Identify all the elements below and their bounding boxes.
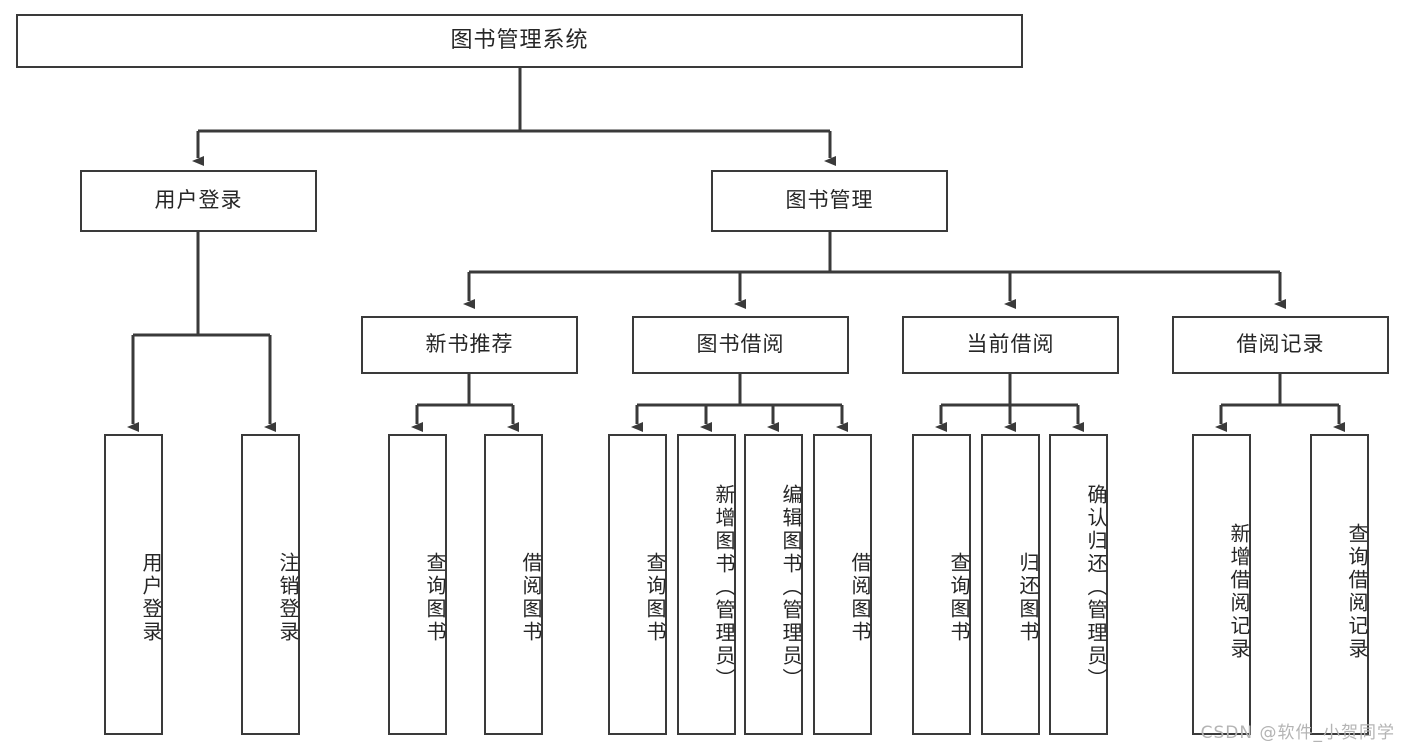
- node-leaf-cb-query-book[interactable]: 查询图书: [912, 434, 971, 735]
- node-leaf-rec-borrow-book-label: 借阅图书: [519, 551, 543, 644]
- node-leaf-cb-return-book-label: 归还图书: [1016, 551, 1040, 644]
- node-leaf-bb-add-book[interactable]: 新增图书（管理员）: [677, 434, 736, 735]
- node-leaf-bb-edit-book-label: 编辑图书（管理员）: [779, 484, 803, 691]
- node-leaf-cb-query-book-label: 查询图书: [947, 551, 971, 644]
- node-leaf-rec-query-book-label: 查询图书: [423, 551, 447, 644]
- node-current-borrow[interactable]: 当前借阅: [902, 316, 1119, 374]
- node-leaf-cb-confirm-return-label: 确认归还（管理员）: [1084, 484, 1108, 691]
- node-current-borrow-label: 当前借阅: [966, 332, 1055, 357]
- node-leaf-br-add-record-label: 新增借阅记录: [1227, 522, 1251, 661]
- node-leaf-user-login-label: 用户登录: [139, 551, 163, 644]
- node-leaf-bb-query-book[interactable]: 查询图书: [608, 434, 667, 735]
- node-root[interactable]: 图书管理系统: [16, 14, 1023, 68]
- node-leaf-bb-query-book-label: 查询图书: [643, 551, 667, 644]
- node-leaf-bb-add-book-label: 新增图书（管理员）: [712, 484, 736, 691]
- node-user-login[interactable]: 用户登录: [80, 170, 317, 232]
- node-leaf-bb-borrow-book-label: 借阅图书: [848, 551, 872, 644]
- node-leaf-user-login[interactable]: 用户登录: [104, 434, 163, 735]
- node-leaf-br-add-record[interactable]: 新增借阅记录: [1192, 434, 1251, 735]
- node-leaf-bb-borrow-book[interactable]: 借阅图书: [813, 434, 872, 735]
- node-root-label: 图书管理系统: [450, 27, 589, 53]
- node-leaf-user-logout[interactable]: 注销登录: [241, 434, 300, 735]
- node-leaf-bb-edit-book[interactable]: 编辑图书（管理员）: [744, 434, 803, 735]
- node-book-manage-label: 图书管理: [785, 188, 874, 213]
- node-leaf-br-query-record-label: 查询借阅记录: [1345, 522, 1369, 661]
- watermark-text: CSDN @软件_小贺同学: [1200, 723, 1395, 743]
- node-borrow-record[interactable]: 借阅记录: [1172, 316, 1389, 374]
- node-new-book-rec[interactable]: 新书推荐: [361, 316, 578, 374]
- node-user-login-label: 用户登录: [154, 188, 243, 213]
- node-leaf-cb-return-book[interactable]: 归还图书: [981, 434, 1040, 735]
- node-new-book-rec-label: 新书推荐: [425, 332, 514, 357]
- node-leaf-rec-borrow-book[interactable]: 借阅图书: [484, 434, 543, 735]
- node-borrow-record-label: 借阅记录: [1236, 332, 1325, 357]
- node-leaf-user-logout-label: 注销登录: [276, 551, 300, 644]
- node-book-borrow-label: 图书借阅: [696, 332, 785, 357]
- node-leaf-br-query-record[interactable]: 查询借阅记录: [1310, 434, 1369, 735]
- node-book-manage[interactable]: 图书管理: [711, 170, 948, 232]
- node-book-borrow[interactable]: 图书借阅: [632, 316, 849, 374]
- node-leaf-cb-confirm-return[interactable]: 确认归还（管理员）: [1049, 434, 1108, 735]
- node-leaf-rec-query-book[interactable]: 查询图书: [388, 434, 447, 735]
